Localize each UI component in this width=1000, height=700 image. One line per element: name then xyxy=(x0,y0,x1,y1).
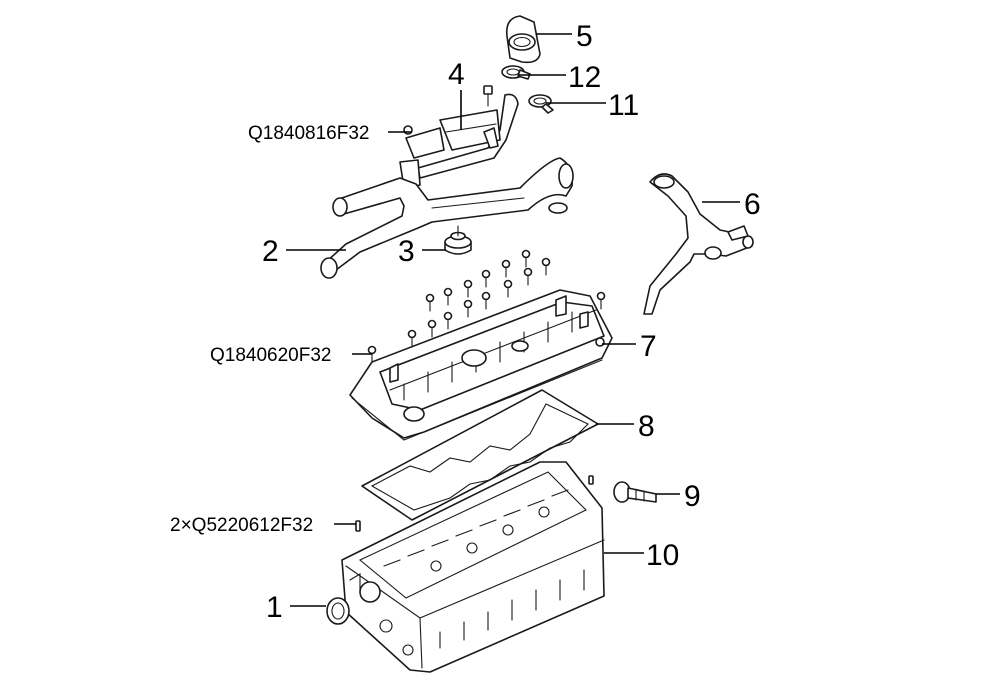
small-bolt-part xyxy=(483,85,493,107)
hose-clamp-part xyxy=(501,65,531,80)
hose-clamp-part-2 xyxy=(528,94,554,114)
seal-ring-part xyxy=(326,597,350,625)
part-code-stud-head: 2×Q5220612F32 xyxy=(170,515,313,536)
callout-4: 4 xyxy=(448,58,465,91)
callout-7: 7 xyxy=(640,330,657,363)
stud-part xyxy=(355,520,361,532)
coolant-pipe-bracket-part xyxy=(399,93,519,189)
cylinder-head-part xyxy=(341,461,605,673)
callout-10: 10 xyxy=(646,539,679,572)
breather-tube-part xyxy=(643,173,754,315)
callout-2: 2 xyxy=(262,235,279,268)
valve-cover-part xyxy=(349,289,613,441)
callout-11: 11 xyxy=(608,89,639,122)
callout-1: 1 xyxy=(266,591,283,624)
callout-5: 5 xyxy=(576,20,593,53)
hose-elbow-part xyxy=(505,15,541,64)
callout-8: 8 xyxy=(638,410,655,443)
cover-bolts-group xyxy=(367,249,606,364)
callout-9: 9 xyxy=(684,480,701,513)
part-code-bolt-top: Q1840816F32 xyxy=(248,123,370,144)
dowel-pin-part xyxy=(588,475,594,485)
callout-6: 6 xyxy=(744,188,761,221)
callout-12: 12 xyxy=(568,61,601,94)
coolant-pipe-part xyxy=(320,157,574,279)
callout-3: 3 xyxy=(398,235,415,268)
banjo-bolt-part xyxy=(613,481,657,503)
part-code-bolt-cover: Q1840620F32 xyxy=(210,345,332,366)
oil-filler-cap-part xyxy=(444,225,472,255)
leader-lines xyxy=(286,33,740,607)
